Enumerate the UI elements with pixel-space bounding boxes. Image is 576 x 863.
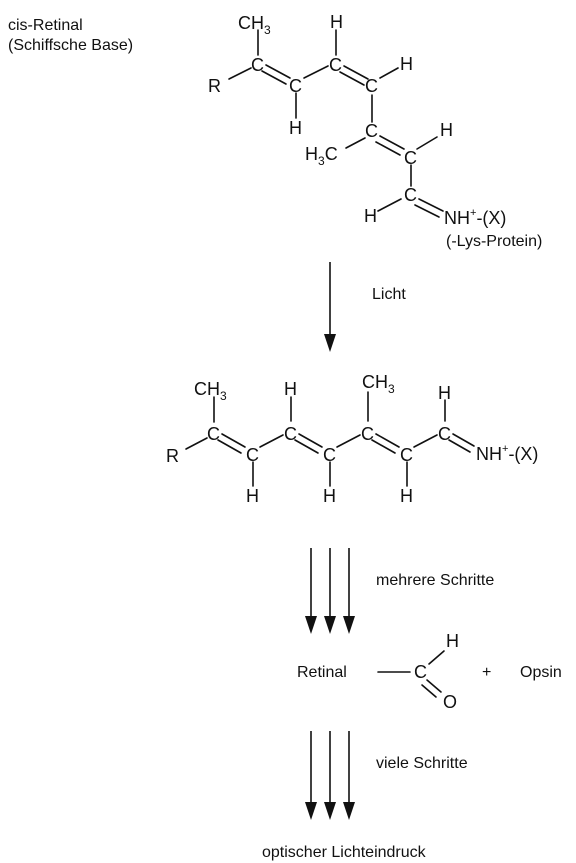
arrow3-label: viele Schritte <box>376 755 468 772</box>
mid-atom-h-c7: H <box>438 383 451 403</box>
mid-bond-c6-c7 <box>413 434 438 448</box>
mid-bond-c1-c2-a <box>221 433 246 448</box>
top-nh-group: NH+-(X) <box>444 207 506 228</box>
mid-bond-c1-c2-b <box>217 439 242 454</box>
aldehyde-bond-c-o-a <box>426 679 442 693</box>
arrow3-head-1 <box>305 802 317 820</box>
mid-bond-c7-n-a <box>452 433 475 447</box>
mid-bond-c5-c6-a <box>375 433 400 448</box>
product-opsin: Opsin <box>520 664 562 681</box>
arrow-mehrere-schritte: mehrere Schritte <box>305 548 494 634</box>
mid-atom-h-c3: H <box>284 379 297 399</box>
mid-ch3-c1: CH3 <box>194 379 227 403</box>
top-atom-h-c4: H <box>400 54 413 74</box>
top-bond-c7-n-a <box>418 198 444 212</box>
mid-bond-c7-n-b <box>448 439 471 453</box>
mid-ch3-c5: CH3 <box>362 372 395 396</box>
mid-atom-c5: C <box>361 424 374 444</box>
top-molecule: cis-Retinal (Schiffsche Base) CH3 R C C … <box>8 12 542 250</box>
mid-atom-c1: C <box>207 424 220 444</box>
aldehyde-atom-h: H <box>446 631 459 651</box>
arrow3-head-2 <box>324 802 336 820</box>
mid-bond-r-c1 <box>185 437 208 450</box>
top-bond-r-c1 <box>228 67 252 80</box>
arrow-licht: Licht <box>324 262 406 352</box>
top-atom-c5: C <box>365 121 378 141</box>
top-bond-c5-c6-b <box>375 141 401 156</box>
final-label: optischer Lichteindruck <box>262 844 427 861</box>
mid-nh-group: NH+-(X) <box>476 443 538 464</box>
arrow3-head-3 <box>343 802 355 820</box>
top-atom-r: R <box>208 76 221 96</box>
arrow-licht-head <box>324 334 336 352</box>
top-bond-c1-c2-b <box>261 70 287 85</box>
mid-bond-c3-c4-b <box>294 439 319 454</box>
top-lys-protein: (-Lys-Protein) <box>446 233 542 250</box>
arrow2-head-1 <box>305 616 317 634</box>
mid-atom-c6: C <box>400 445 413 465</box>
middle-molecule: CH3 R C C H C H C H C CH3 C H C H NH+-(X… <box>166 372 538 506</box>
top-atom-c1: C <box>251 55 264 75</box>
arrow2-head-3 <box>343 616 355 634</box>
mid-atom-r: R <box>166 446 179 466</box>
mid-bond-c5-c6-b <box>371 439 396 454</box>
top-h3c: H3C <box>305 144 338 168</box>
mid-atom-c7: C <box>438 424 451 444</box>
top-bond-c1-c2-a <box>265 64 291 79</box>
top-atom-h-c3: H <box>330 12 343 32</box>
arrow2-head-2 <box>324 616 336 634</box>
top-atom-h-c2: H <box>289 118 302 138</box>
arrow2-label: mehrere Schritte <box>376 572 494 589</box>
top-atom-c2: C <box>289 76 302 96</box>
mid-atom-h-c6: H <box>400 486 413 506</box>
top-bond-c7-n-b <box>414 204 440 218</box>
top-atom-c6: C <box>404 148 417 168</box>
top-atom-c7: C <box>404 185 417 205</box>
product-plus: + <box>482 664 491 681</box>
top-bond-c5-c6-a <box>379 135 405 150</box>
mid-atom-c3: C <box>284 424 297 444</box>
top-atom-h-c6: H <box>440 120 453 140</box>
mid-bond-c3-c4-a <box>298 433 323 448</box>
top-bond-c7-h <box>377 198 402 212</box>
top-bond-c4-h <box>379 67 399 79</box>
top-atom-h-c7: H <box>364 206 377 226</box>
top-bond-c5-ch3 <box>345 137 366 149</box>
mid-atom-c4: C <box>323 445 336 465</box>
aldehyde-bond-c-h <box>428 650 445 665</box>
mid-atom-c2: C <box>246 445 259 465</box>
top-ch3-c1: CH3 <box>238 13 271 37</box>
product-retinal: Retinal <box>297 664 347 681</box>
products: Retinal C H O + Opsin <box>297 631 562 712</box>
arrow-viele-schritte: viele Schritte <box>305 731 468 820</box>
aldehyde-atom-c: C <box>414 662 427 682</box>
mid-atom-h-c4: H <box>323 486 336 506</box>
top-bond-c3-c4-a <box>343 65 369 80</box>
top-molecule-title-line2: (Schiffsche Base) <box>8 37 133 54</box>
top-atom-c4: C <box>365 76 378 96</box>
top-bond-c3-c4-b <box>339 71 365 86</box>
arrow-licht-label: Licht <box>372 286 406 303</box>
top-atom-c3: C <box>329 55 342 75</box>
mid-bond-c2-c3 <box>259 434 284 448</box>
top-bond-c2-c3 <box>303 65 329 79</box>
mid-bond-c4-c5 <box>336 434 361 448</box>
mid-atom-h-c2: H <box>246 486 259 506</box>
aldehyde-atom-o: O <box>443 692 457 712</box>
aldehyde-bond-c-o-b <box>421 684 437 698</box>
top-bond-c6-h <box>416 136 438 150</box>
top-molecule-title-line1: cis-Retinal <box>8 17 83 34</box>
